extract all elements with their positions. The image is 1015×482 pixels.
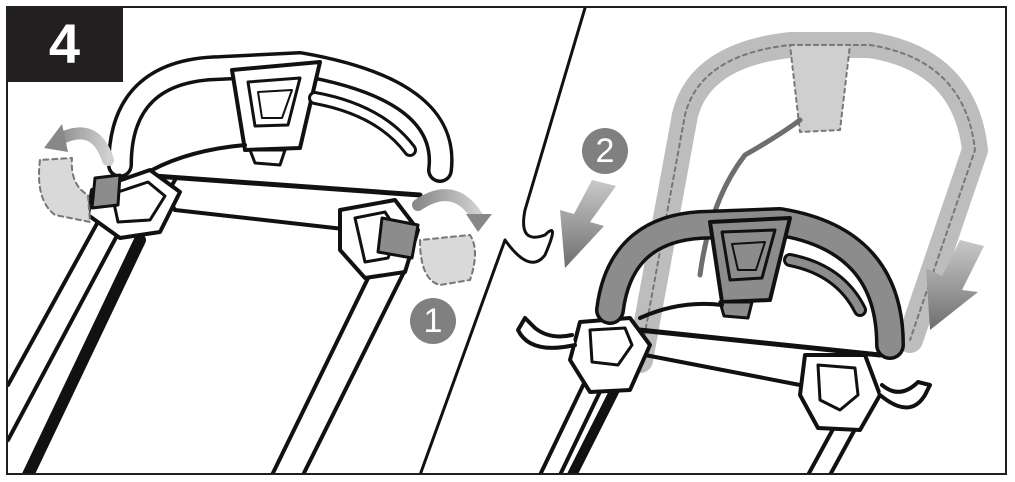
arrow-down-right xyxy=(926,240,984,330)
panel-divider xyxy=(419,8,587,473)
callout-1: 1 xyxy=(410,298,456,344)
left-panel-art xyxy=(8,51,492,473)
step-number-badge: 4 xyxy=(6,6,123,82)
arrow-down-left xyxy=(560,180,616,268)
right-panel-art xyxy=(516,32,988,473)
callout-2: 2 xyxy=(582,128,628,174)
